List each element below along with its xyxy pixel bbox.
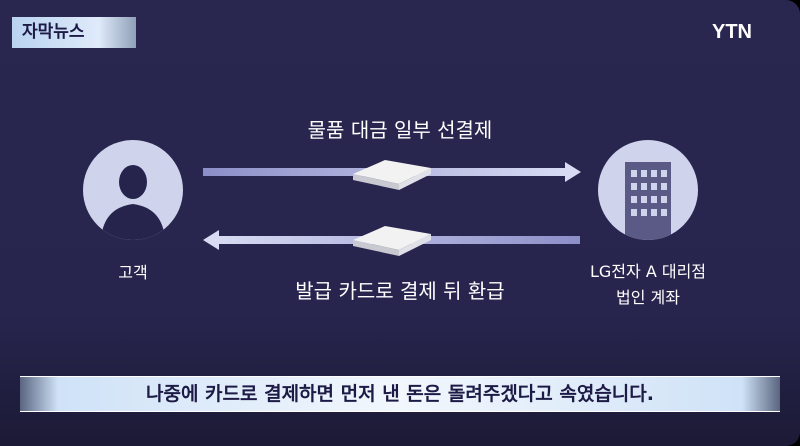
arrow-right-head-icon <box>565 162 581 182</box>
customer-label: 고객 <box>118 263 148 282</box>
arrow-left-head-icon <box>203 230 219 250</box>
building-icon <box>598 140 698 240</box>
bottom-flow-label: 발급 카드로 결제 뒤 환급 <box>295 279 505 303</box>
ytn-logo: YTN <box>712 21 752 43</box>
account-label: 법인 계좌 <box>616 288 680 307</box>
customer-icon <box>83 140 183 240</box>
news-badge: 자막뉴스 <box>12 17 136 48</box>
top-flow-label: 물품 대금 일부 선결제 <box>307 118 493 142</box>
cash-stack-icon <box>353 226 431 256</box>
subtitle-caption: 나중에 카드로 결제하면 먼저 낸 돈은 돌려주겠다고 속였습니다. <box>20 376 780 412</box>
cash-stack-icon <box>353 160 431 190</box>
company-label: LG전자 A 대리점 <box>589 262 707 281</box>
